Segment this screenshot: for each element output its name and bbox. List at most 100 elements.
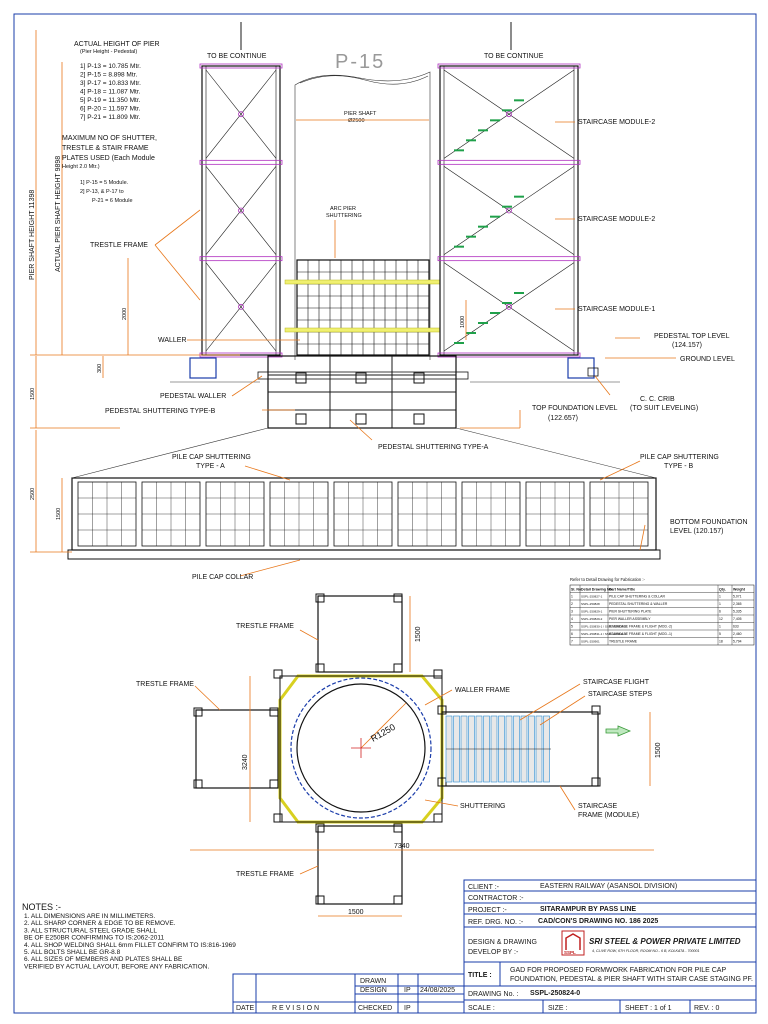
ref-table-cell: TRESTLE FRAME bbox=[609, 640, 638, 644]
label-pedestal-waller: PEDESTAL WALLER bbox=[160, 393, 226, 400]
to-be-continue-left: TO BE CONTINUE bbox=[207, 53, 267, 60]
pier-height-row: 6] P-20 = 11.597 Mtr. bbox=[80, 106, 141, 113]
note-item: 4. ALL SHOP WELDING SHALL 6mm FILLET CON… bbox=[24, 942, 236, 949]
label-staircase-module-1: STAIRCASE MODULE-1 bbox=[578, 306, 655, 313]
ref-table-cell: STAIRCASE FRAME & FLIGHT (MOD.-1) bbox=[609, 632, 672, 636]
pier-height-row: 1] P-13 = 10.785 Mtr. bbox=[80, 63, 141, 70]
label-cc-crib: C. C. CRIB bbox=[640, 396, 675, 403]
title-line2: FOUNDATION, PEDESTAL & PIER SHAFT WITH S… bbox=[510, 976, 753, 983]
note-item: 6. ALL SIZES OF MEMBERS AND PLATES SHALL… bbox=[24, 956, 183, 963]
trestle-plan-bottom bbox=[317, 825, 403, 905]
ref-table-cell: 3 bbox=[571, 610, 573, 614]
ref-table-cell: 1 bbox=[571, 595, 573, 599]
label-cc-crib-note: (TO SUIT LEVELING) bbox=[630, 405, 698, 412]
ref-table-cell: 1 bbox=[719, 602, 721, 606]
company-address: 4, CLIVE ROW, 6TH FLOOR, ROOM NO.- 6 B, … bbox=[592, 949, 699, 953]
ref-table-header: Qty. bbox=[719, 588, 726, 592]
ref-value: CAD/CON'S DRAWING NO. 186 2025 bbox=[538, 918, 658, 925]
sheet-border bbox=[13, 13, 757, 1014]
ref-table-cell: PEDESTAL SHUTTERING & WALLER bbox=[609, 602, 668, 606]
ref-table-header: Detail Drawing No. bbox=[581, 588, 613, 592]
trestle-plan-left bbox=[195, 709, 279, 789]
ref-table-header: Sl. No. bbox=[571, 588, 582, 592]
note-item: BE OF E250BR CONFIRMING TO IS:2062-2011 bbox=[24, 935, 165, 942]
plan-dim-1500-bottom: 1500 bbox=[348, 909, 364, 916]
label-pedestal-top-value: (124.157) bbox=[672, 342, 702, 349]
note-item: 5. ALL BOLTS SHALL BE GR-8.8 bbox=[24, 949, 121, 956]
ref-table-cell: 18 bbox=[719, 640, 723, 644]
sheet-label: SHEET : 1 of 1 bbox=[625, 1005, 672, 1012]
general-notes: NOTES :- 1. ALL DIMENSIONS ARE IN MILLIM… bbox=[22, 902, 236, 970]
dim-2500: 2500 bbox=[30, 488, 36, 500]
max-shutter-line2: TRESTLE & STAIR FRAME bbox=[62, 145, 149, 152]
label-pile-cap-a-1: PILE CAP SHUTTERING bbox=[172, 454, 251, 461]
ref-table-cell: SSPL-250827-1 bbox=[581, 595, 603, 599]
plan-shuttering: SHUTTERING bbox=[460, 803, 506, 810]
note-item: VERIFIED BY ACTUAL LAYOUT, BEFORE ANY FA… bbox=[24, 963, 209, 970]
pier-circle bbox=[296, 683, 426, 813]
client-label: CLIENT :- bbox=[468, 884, 500, 891]
logo-text: SSPL bbox=[564, 950, 576, 955]
pier-heights-title: ACTUAL HEIGHT OF PIER bbox=[74, 41, 160, 48]
notes-title: NOTES :- bbox=[22, 902, 61, 912]
pier-height-row: 4] P-18 = 11.087 Mtr. bbox=[80, 89, 141, 96]
dim-1500-cap: 1500 bbox=[56, 508, 62, 520]
ref-table-cell: 5,335 bbox=[733, 610, 742, 614]
plan-staircase-frame-2: FRAME (MODULE) bbox=[578, 812, 639, 819]
pier-shuttering-grid bbox=[284, 259, 441, 356]
label-top-foundation-level: TOP FOUNDATION LEVEL bbox=[532, 405, 618, 412]
ref-label: REF. DRG. NO. :- bbox=[468, 919, 524, 926]
trestle-frame-left-elevation bbox=[199, 63, 283, 358]
label-pile-cap-a-2: TYPE - A bbox=[196, 463, 225, 470]
ref-table-cell: 2,365 bbox=[733, 602, 742, 606]
ref-table-cell: 7,405 bbox=[733, 617, 742, 621]
ref-table-cell: PIER WALLER ASSEMBLY bbox=[609, 617, 651, 621]
max-shutter-line3: PLATES USED (Each Module bbox=[62, 155, 155, 162]
dim-actual-pier-height: ACTUAL PIER SHAFT HEIGHT 9898 bbox=[55, 156, 62, 272]
label-bottom-foundation-1: BOTTOM FOUNDATION bbox=[670, 519, 748, 526]
ref-table-cell: 633 bbox=[733, 625, 739, 629]
pile-cap-elevation bbox=[67, 427, 661, 560]
project-value: SITARAMPUR BY PASS LINE bbox=[540, 906, 636, 913]
ref-table-cell: 5,071 bbox=[733, 595, 742, 599]
label-waller: WALLER bbox=[158, 337, 187, 344]
pier-height-row: 7] P-21 = 11.809 Mtr. bbox=[80, 114, 141, 121]
title-label: TITLE : bbox=[468, 972, 492, 979]
dim-1500-elev: 1500 bbox=[30, 388, 36, 400]
company-name: SRI STEEL & POWER PRIVATE LIMITED bbox=[589, 937, 741, 946]
pier-break-line bbox=[299, 75, 429, 85]
label-ground-level: GROUND LEVEL bbox=[680, 356, 735, 363]
label-pedestal-shuttering-a: PEDESTAL SHUTTERING TYPE-A bbox=[378, 444, 489, 451]
pier-heights-subtitle: (Pier Height - Pedestal) bbox=[80, 49, 137, 55]
ref-table-cell: SSPL-250831-1 / SSPL-250831-2 bbox=[581, 632, 627, 636]
max-shutter-line4: Height 2.0 Mtr.) bbox=[62, 164, 100, 170]
plan-trestle-frame-left: TRESTLE FRAME bbox=[136, 681, 194, 688]
plan-waller-frame: WALLER FRAME bbox=[455, 687, 510, 694]
checked-label: CHECKED bbox=[358, 1005, 392, 1012]
ref-table-cell: 6 bbox=[719, 610, 721, 614]
max-shutter-line1: MAXIMUM NO OF SHUTTER, bbox=[62, 135, 157, 142]
ref-table-cell: 5,794 bbox=[733, 640, 742, 644]
plan-staircase-frame-1: STAIRCASE bbox=[578, 803, 617, 810]
elevation-view: P-15 PIER SHAFT Ø2500 ARC PIER SHUTTERIN… bbox=[29, 22, 748, 581]
plan-trestle-frame-top: TRESTLE FRAME bbox=[236, 623, 294, 630]
ref-table-cell: PIER SHUTTERING PLATE bbox=[609, 610, 652, 614]
design-date: 24/08/2025 bbox=[420, 987, 455, 994]
dim-pier-shaft-height: PIER SHAFT HEIGHT 11398 bbox=[29, 190, 36, 280]
label-pile-cap-b-2: TYPE - B bbox=[664, 463, 694, 470]
ref-table-cell: 7 bbox=[571, 640, 573, 644]
plan-radius: R1250 bbox=[369, 722, 397, 744]
staircase-tower-elevation bbox=[437, 63, 581, 358]
pier-height-row: 2] P-15 = 8.898 Mtr. bbox=[80, 72, 137, 79]
ref-table-cell: 1 bbox=[719, 595, 721, 599]
ref-table-cell: 6 bbox=[571, 632, 573, 636]
label-pedestal-shuttering-b: PEDESTAL SHUTTERING TYPE-B bbox=[105, 408, 216, 415]
plan-view: R1250 1500 3240 1500 7340 bbox=[136, 593, 662, 917]
label-staircase-module-2b: STAIRCASE MODULE-2 bbox=[578, 216, 655, 223]
direction-arrow-icon bbox=[605, 725, 632, 737]
ref-table-cell: SSPL-250901 bbox=[581, 640, 600, 644]
ref-table-cell: 1 bbox=[719, 625, 721, 629]
ref-table-cell: SSPL-250830-1 / SSPL-250830-2 bbox=[581, 625, 627, 629]
design-develop-1: DESIGN & DRAWING bbox=[468, 939, 537, 946]
ref-table-header: Part Name/Title bbox=[609, 588, 635, 592]
